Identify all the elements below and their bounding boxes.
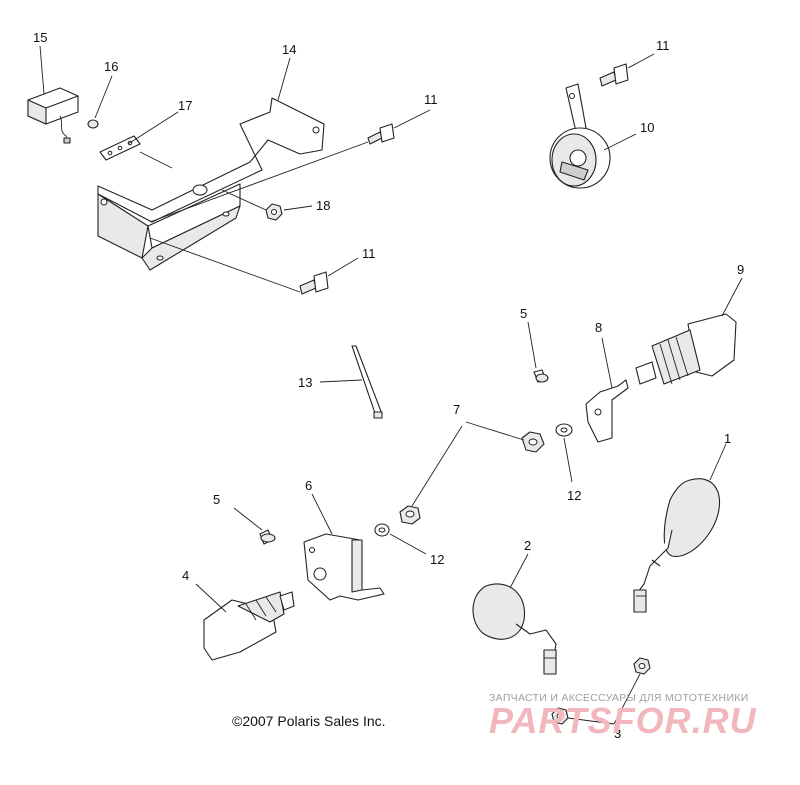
part-9-turn-signal-right bbox=[635, 313, 737, 385]
copyright-notice: ©2007 Polaris Sales Inc. bbox=[232, 713, 386, 729]
part-12-washer-upper bbox=[555, 423, 573, 437]
leader-11-lower bbox=[327, 257, 359, 277]
callout-2: 2 bbox=[524, 538, 531, 553]
callout-17: 17 bbox=[178, 98, 192, 113]
watermark-tagline: ЗАПЧАСТИ И АКСЕССУАРЫ ДЛЯ МОТОТЕХНИКИ bbox=[489, 692, 749, 704]
leader-3a bbox=[613, 673, 641, 725]
leader-18 bbox=[283, 205, 313, 211]
part-5-screw-lower bbox=[259, 529, 276, 545]
part-12-washer-lower bbox=[374, 523, 390, 537]
callout-3: 3 bbox=[614, 726, 621, 741]
part-7-nut-upper bbox=[521, 431, 545, 453]
leader-9 bbox=[721, 277, 743, 317]
callout-5-upper: 5 bbox=[520, 306, 527, 321]
callout-13: 13 bbox=[298, 375, 312, 390]
leader-6 bbox=[311, 493, 333, 535]
part-11-bolt-top bbox=[599, 63, 629, 87]
part-1-mirror-right bbox=[633, 478, 720, 613]
part-5-screw-upper bbox=[533, 369, 549, 383]
part-2-mirror-left bbox=[472, 583, 557, 675]
leader-15 bbox=[39, 45, 45, 95]
leader-5-upper bbox=[527, 321, 537, 369]
callout-4: 4 bbox=[182, 568, 189, 583]
leader-11-middle bbox=[393, 109, 431, 129]
leader-1 bbox=[709, 443, 727, 481]
callout-12-upper: 12 bbox=[567, 488, 581, 503]
part-10-horn bbox=[549, 83, 611, 189]
callout-10: 10 bbox=[640, 120, 654, 135]
callout-15: 15 bbox=[33, 30, 47, 45]
callout-1: 1 bbox=[724, 431, 731, 446]
callout-8: 8 bbox=[595, 320, 602, 335]
part-4-turn-signal-left bbox=[203, 591, 295, 661]
leader-16 bbox=[94, 75, 113, 119]
callout-14: 14 bbox=[282, 42, 296, 57]
callout-5-lower: 5 bbox=[213, 492, 220, 507]
leader-8 bbox=[601, 337, 613, 389]
part-17-plate bbox=[99, 135, 141, 161]
leader-10 bbox=[603, 133, 637, 151]
part-3-nuts bbox=[551, 657, 651, 725]
callout-11-middle: 11 bbox=[424, 92, 438, 107]
callout-6: 6 bbox=[305, 478, 312, 493]
callout-18: 18 bbox=[316, 198, 330, 213]
leader-4 bbox=[195, 583, 227, 613]
leader-14 bbox=[277, 57, 291, 101]
leader-11-top bbox=[627, 53, 655, 69]
callout-7: 7 bbox=[453, 402, 460, 417]
leader-3b bbox=[567, 717, 615, 725]
part-11-bolt-middle bbox=[367, 123, 395, 145]
part-16-bushing bbox=[87, 119, 99, 129]
callout-9: 9 bbox=[737, 262, 744, 277]
callout-16: 16 bbox=[104, 59, 118, 74]
watermark-logo: PARTSFOR.RU bbox=[489, 700, 757, 741]
part-7-nut-lower bbox=[399, 505, 421, 525]
part-6-bracket bbox=[303, 533, 385, 601]
leader-12-lower bbox=[389, 533, 427, 555]
callout-12-lower: 12 bbox=[430, 552, 444, 567]
leader-5-lower bbox=[233, 507, 263, 531]
part-8-bracket bbox=[585, 379, 629, 443]
part-13-cable-tie bbox=[351, 345, 383, 419]
leader-13 bbox=[319, 379, 363, 383]
callout-11-top: 11 bbox=[656, 38, 670, 53]
leader-2 bbox=[509, 553, 529, 589]
part-18-nut bbox=[265, 203, 283, 221]
leader-17 bbox=[127, 111, 179, 145]
part-15-module bbox=[27, 87, 79, 144]
leader-12-upper bbox=[563, 437, 573, 483]
callout-11-lower: 11 bbox=[362, 246, 376, 261]
part-11-bolt-lower bbox=[299, 271, 329, 295]
part-14-bracket bbox=[97, 97, 325, 271]
